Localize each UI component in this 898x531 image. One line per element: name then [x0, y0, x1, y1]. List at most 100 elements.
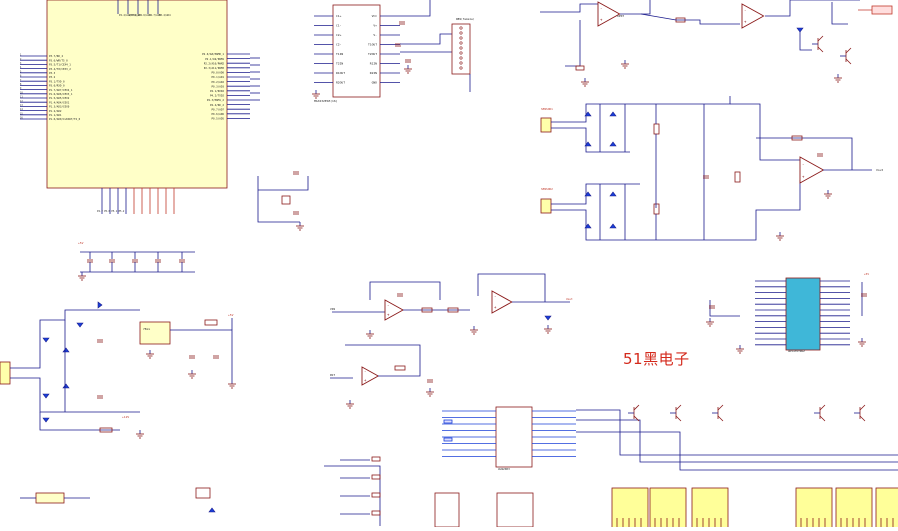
transistor-emitter — [845, 58, 852, 65]
vdd-label: +5V — [864, 272, 869, 276]
mcu-pin-number: 13 — [20, 104, 23, 107]
mcu-pin-number: 9 — [20, 87, 22, 90]
max232-pin-label-left: R1OUT — [336, 71, 345, 75]
bridge-wire — [551, 183, 640, 205]
mcu-pin-label-right: P4.4/RD_2 — [210, 103, 224, 107]
sensor-label: SENSOR2 — [541, 187, 553, 191]
mcu-pin-number: 10 — [20, 91, 23, 94]
bridge-diode — [609, 111, 617, 117]
wire — [730, 103, 800, 161]
resistor — [421, 307, 433, 313]
resistor — [653, 203, 660, 215]
mcu-pin-label-left: P1.2/AD2 — [49, 109, 62, 113]
feedback-wire — [756, 137, 853, 170]
mcu-pin-number: 5 — [20, 70, 22, 73]
uln2003-chip — [495, 406, 533, 468]
adc-chip — [785, 277, 821, 351]
db9-pin — [459, 51, 463, 55]
opamp-u5 — [799, 156, 825, 184]
vdd-label: +5V — [78, 241, 84, 245]
mcu-pin-number: 11 — [20, 96, 23, 99]
max232-pin-label-right: GND — [372, 81, 378, 85]
db9-pin — [459, 56, 463, 60]
transistor-collector — [817, 35, 824, 42]
mcu-pin-label-top: P0.4/AD4 — [159, 14, 171, 17]
bridge-wire — [551, 209, 730, 241]
vcc-label: +12V — [122, 415, 129, 419]
db9-pin — [459, 61, 463, 65]
dip-switch — [434, 492, 460, 528]
bridge-diode — [584, 141, 592, 147]
output-port-label — [871, 5, 893, 15]
max232-pin-label-left: R2OUT — [336, 81, 345, 85]
db9-pin — [459, 66, 463, 70]
mcu-pin-label-left: P3.4/T0/CEX3_2 — [49, 67, 71, 71]
db9-pin — [459, 31, 463, 35]
crystal-symbol — [281, 195, 291, 205]
max232-pin-label-right: T1OUT — [368, 43, 377, 47]
led-diode — [42, 417, 50, 423]
mcu-pin-label-top: P2.6/A14 — [139, 14, 151, 17]
transistor-collector — [633, 404, 640, 411]
psu-diode — [42, 393, 50, 399]
mcu-pin-number: 2 — [20, 58, 22, 61]
mcu-pin-number: 14 — [20, 108, 23, 111]
max232-pin-label-right: VCC — [372, 14, 378, 18]
max232-pin-label-right: R1IN — [370, 62, 377, 66]
db9-pin — [459, 36, 463, 40]
amp-bias — [565, 20, 581, 67]
mcu-pin-label-right: P0.6/AD6 — [212, 112, 225, 116]
push-switch — [371, 474, 381, 480]
regulator-label: 78xx — [143, 327, 150, 331]
mcu-pin-number: 12 — [20, 100, 23, 103]
mcu-pin-number: 1 — [20, 54, 22, 57]
led-diode — [76, 322, 84, 328]
bridge-wire — [551, 96, 731, 123]
opamp-minus: - — [744, 8, 746, 13]
resistor — [394, 365, 406, 371]
resistor — [575, 65, 585, 71]
vin-label: VIN — [330, 307, 335, 311]
transistor-collector — [717, 404, 724, 411]
relay-module — [795, 487, 833, 529]
watermark-label: 51黑电子 — [623, 350, 690, 368]
push-switch — [371, 510, 381, 516]
relay-module — [611, 487, 649, 529]
opamp-plus: + — [600, 17, 603, 22]
mcu-pin-label-right: P2.1/A9/PWM1 — [205, 57, 224, 61]
bridge-diode — [584, 223, 592, 229]
mcu-pin-label-left: P1.7/AD7/CEX4_1 — [49, 88, 73, 92]
max232-pin-label-right: T2OUT — [368, 52, 377, 56]
transistor-collector — [819, 404, 826, 411]
opamp-u8 — [361, 366, 380, 386]
max232-tx-wire — [400, 33, 452, 45]
uln2003-label: ULN2003 — [498, 467, 510, 471]
max232-pin-label-left: C2- — [336, 43, 342, 47]
wire — [831, 2, 848, 25]
db9-pin — [459, 46, 463, 50]
diode-symbol — [796, 27, 804, 33]
transistor-collector — [845, 47, 852, 54]
mcu-pin-label-top: P2.4/A12/ECI_1 — [119, 14, 140, 17]
wire — [730, 180, 801, 241]
mcu-pin-label-right: P2.0/A8/PWM0_1 — [202, 52, 224, 56]
opamp-plus: + — [494, 305, 497, 310]
bridge-diode — [609, 141, 617, 147]
feedback-wire — [477, 273, 546, 302]
relay-module — [691, 487, 729, 529]
relay-bus — [576, 431, 898, 471]
opamp-label: OP07 — [617, 14, 624, 18]
max232-pin-label-right: V- — [373, 33, 377, 37]
net-label-box — [443, 437, 453, 442]
psu-diode — [42, 337, 50, 343]
switch-wire — [324, 465, 381, 526]
mcu-pin-label-right: P4.1/RXD2 — [210, 89, 224, 93]
crystal-wire — [258, 176, 309, 191]
max232-pin-label-left: T2IN — [336, 62, 343, 66]
amp-input-wire — [540, 3, 598, 13]
opamp-minus: - — [802, 161, 804, 166]
db9-pin — [459, 26, 463, 30]
resistor — [204, 319, 218, 326]
ldo-regulator — [35, 492, 65, 504]
